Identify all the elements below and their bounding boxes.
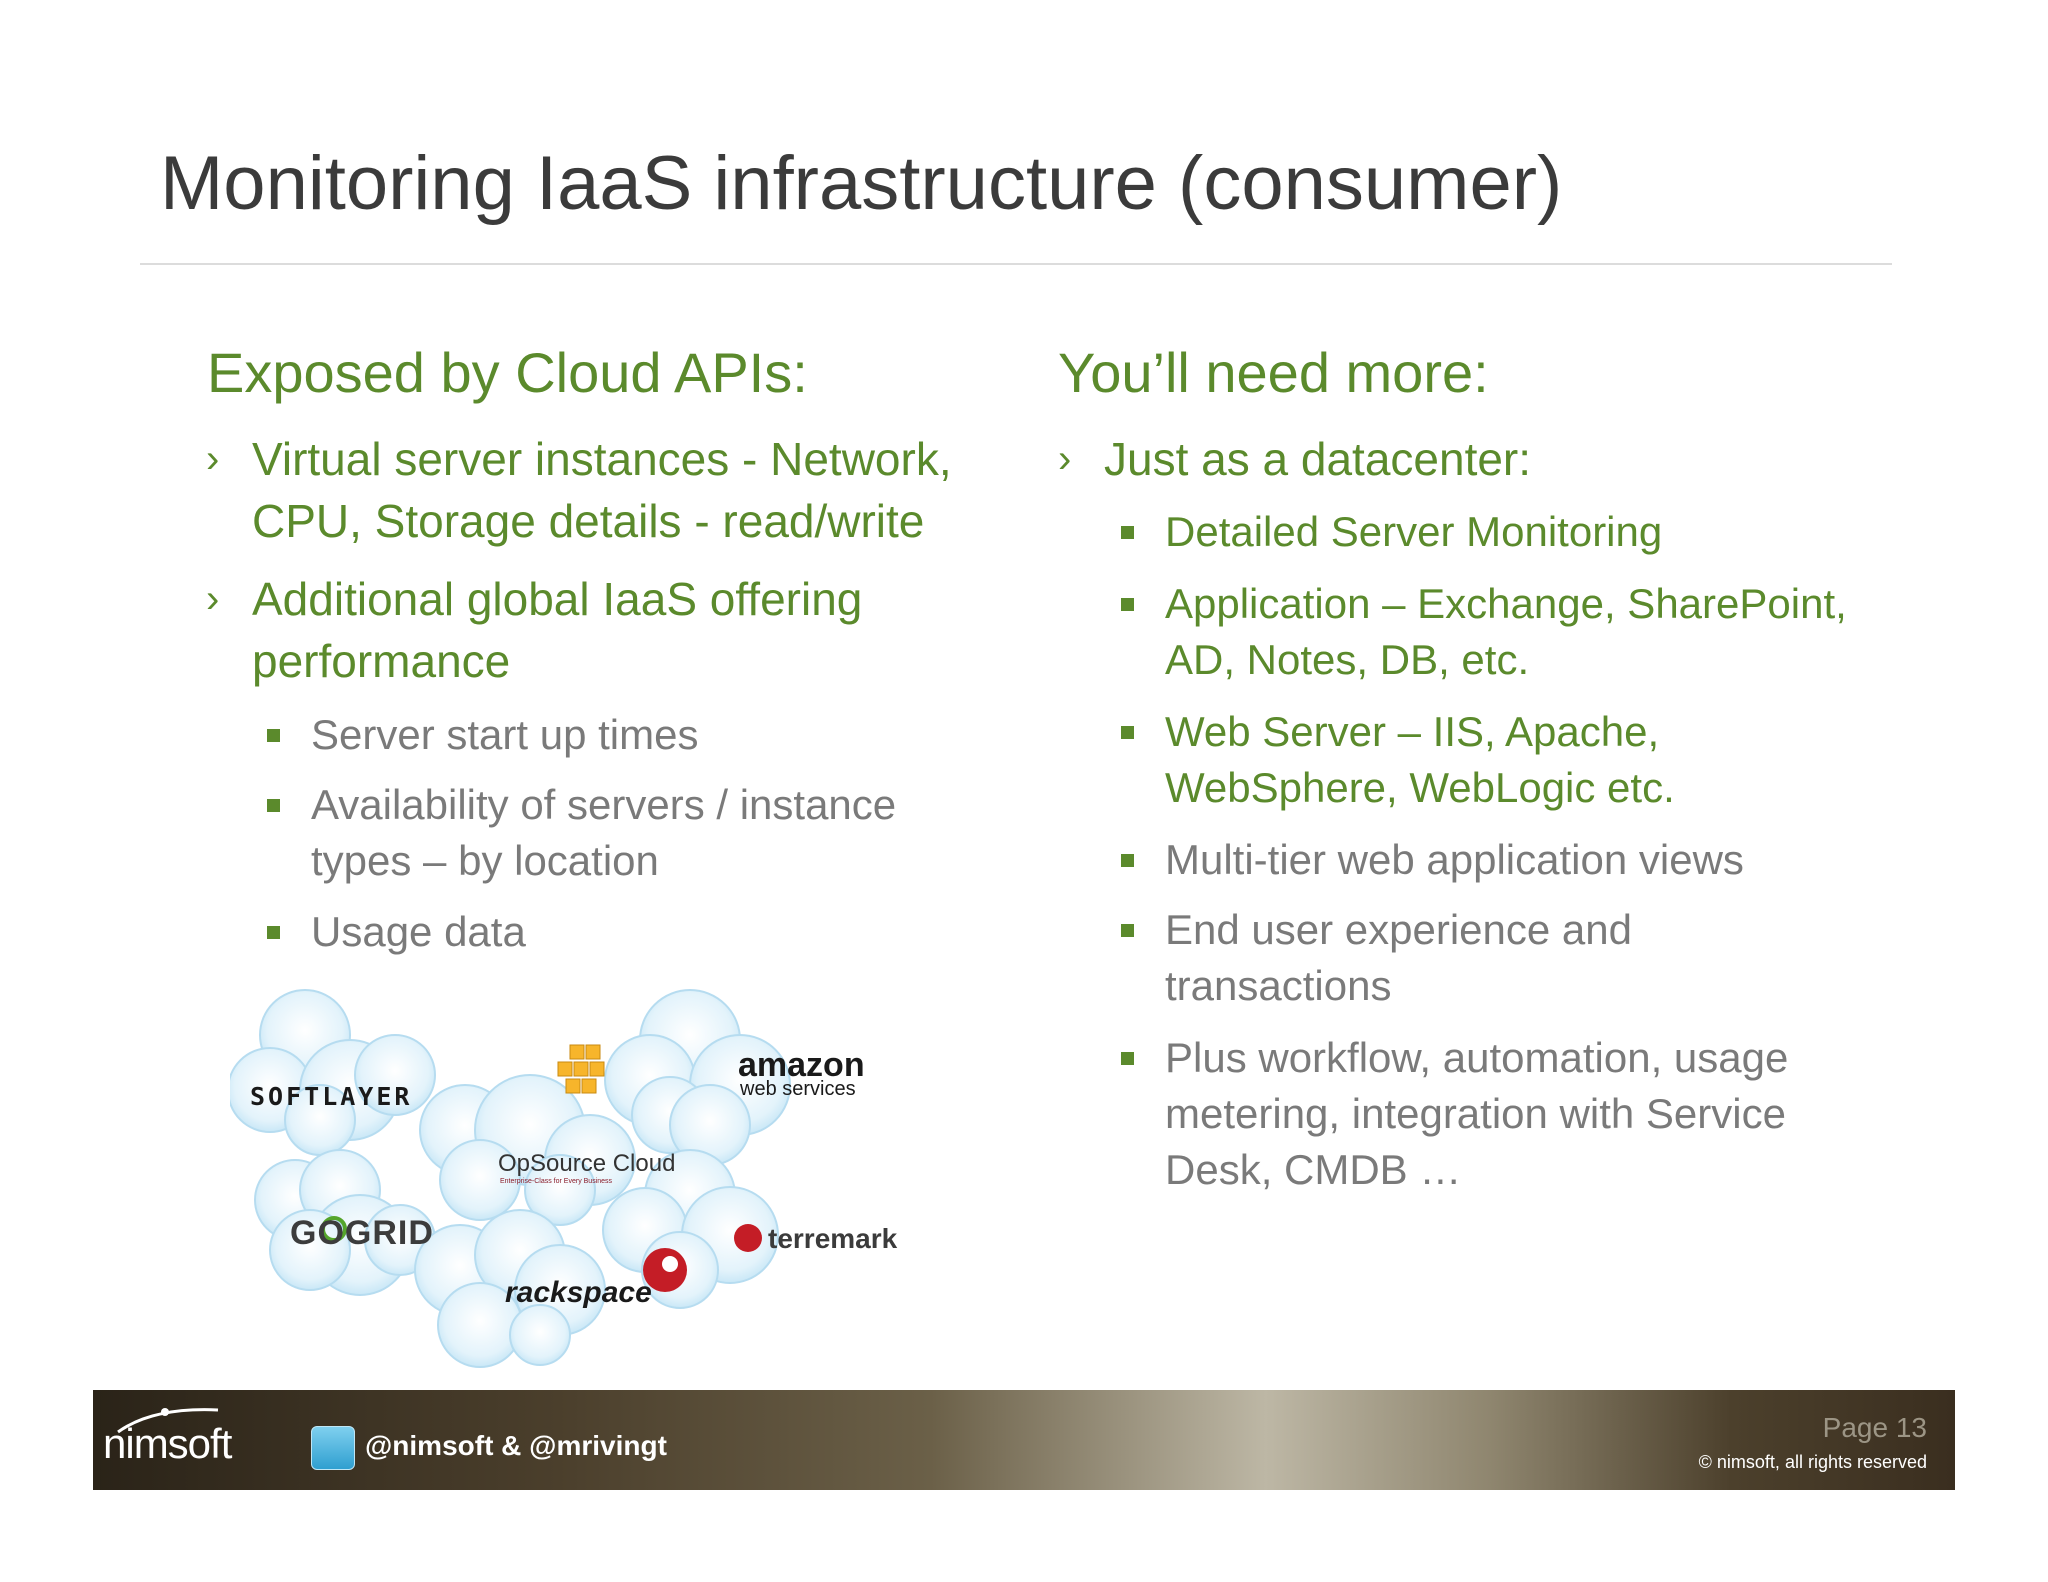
square-bullet-icon [1121,1052,1134,1065]
left-bullet-1: › Virtual server instances - Network, CP… [206,428,1012,552]
right-sub-bullet-5: End user experience and transactions [1121,902,1945,1014]
right-sub-bullet-4-line-1: Multi-tier web application views [1165,836,1744,883]
right-sub-bullet-6-line-2: metering, integration with Service [1165,1090,1786,1137]
right-sub-bullet-4: Multi-tier web application views [1121,832,1945,888]
right-bullet-1-text: Just as a datacenter: [1104,433,1532,485]
right-sub-bullet-6-line-3: Desk, CMDB … [1165,1146,1462,1193]
left-bullet-2-line-1: Additional global IaaS offering [252,573,863,625]
rackspace-logo-icon [643,1248,687,1292]
right-sub-bullet-2: Application – Exchange, SharePoint, AD, … [1121,576,1945,688]
terremark-logo-icon [734,1224,762,1252]
rackspace-cloud [414,1209,606,1368]
left-sub-bullet-1-line-1: Server start up times [311,711,699,758]
twitter-icon [311,1426,355,1470]
amazon-logo: amazon [738,1046,865,1084]
right-sub-bullet-2-line-1: Application – Exchange, SharePoint, [1165,580,1847,627]
left-sub-bullet-2: Availability of servers / instance types… [267,777,1011,889]
square-bullet-icon [267,926,280,939]
nimsoft-swoosh-icon [117,1408,219,1434]
chevron-right-icon: › [206,437,220,481]
twitter-handles: @nimsoft & @mrivingt [365,1430,667,1461]
square-bullet-icon [267,729,280,742]
left-heading: Exposed by Cloud APIs: [207,341,808,404]
right-sub-bullet-3-line-2: WebSphere, WebLogic etc. [1165,764,1675,811]
square-bullet-icon [1121,924,1134,937]
copyright-notice: © nimsoft, all rights reserved [1698,1452,1927,1472]
opsource-tagline: Enterprise-Class for Every Business [500,1178,613,1185]
page-number: Page 13 [1822,1412,1927,1443]
right-sub-bullet-5-line-1: End user experience and [1165,906,1632,953]
left-bullet-2: › Additional global IaaS offering perfor… [206,568,1012,692]
right-bullet-1: › Just as a datacenter: [1058,428,1904,490]
right-heading: You’ll need more: [1058,341,1489,404]
amazon-boxes-icon [557,1044,605,1094]
right-sub-bullet-3: Web Server – IIS, Apache, WebSphere, Web… [1121,704,1945,816]
chevron-right-icon: › [1058,437,1072,481]
nimsoft-logo: nimsoft [103,1420,232,1467]
cloud-provider-logos: SOFTLAYER amazon web services OpSource C… [230,980,950,1380]
opsource-cloud [419,1074,636,1226]
square-bullet-icon [1121,526,1134,539]
right-sub-bullet-3-line-1: Web Server – IIS, Apache, [1165,708,1660,755]
left-sub-bullet-3: Usage data [267,904,1011,960]
gogrid-power-icon [321,1216,347,1242]
softlayer-cloud [230,989,436,1156]
left-bullet-1-line-1: Virtual server instances - Network, [252,433,952,485]
chevron-right-icon: › [206,577,220,621]
right-sub-bullet-6-line-1: Plus workflow, automation, usage [1165,1034,1789,1081]
cloud-shapes [230,989,791,1368]
title-divider [140,263,1892,265]
left-bullet-1-line-2: CPU, Storage details - read/write [252,495,925,547]
softlayer-logo: SOFTLAYER [250,1082,413,1111]
left-sub-bullet-1: Server start up times [267,707,1011,763]
terremark-logo: terremark [768,1223,898,1254]
amazon-logo-subtitle: web services [740,1078,856,1100]
left-sub-bullet-2-line-1: Availability of servers / instance [311,781,897,828]
right-sub-bullet-1: Detailed Server Monitoring [1121,504,1945,560]
footer-bar: nimsoft @nimsoft & @mrivingt Page 13 © n… [93,1390,1955,1490]
right-sub-bullet-6: Plus workflow, automation, usage meterin… [1121,1030,1945,1198]
square-bullet-icon [1121,854,1134,867]
square-bullet-icon [1121,598,1134,611]
right-sub-bullet-2-line-2: AD, Notes, DB, etc. [1165,636,1530,683]
amazon-cloud [604,989,791,1166]
right-sub-bullet-5-line-2: transactions [1165,962,1392,1009]
slide-title: Monitoring IaaS infrastructure (consumer… [160,141,1563,226]
opsource-logo: OpSource Cloud [498,1150,676,1177]
right-sub-bullet-1-line-1: Detailed Server Monitoring [1165,508,1663,555]
left-sub-bullet-2-line-2: types – by location [311,837,659,884]
left-sub-bullet-3-line-1: Usage data [311,908,526,955]
rackspace-logo: rackspace [505,1276,652,1309]
square-bullet-icon [1121,726,1134,739]
left-bullet-2-line-2: performance [252,635,511,687]
square-bullet-icon [267,799,280,812]
gogrid-logo: GOGRID [290,1214,434,1252]
